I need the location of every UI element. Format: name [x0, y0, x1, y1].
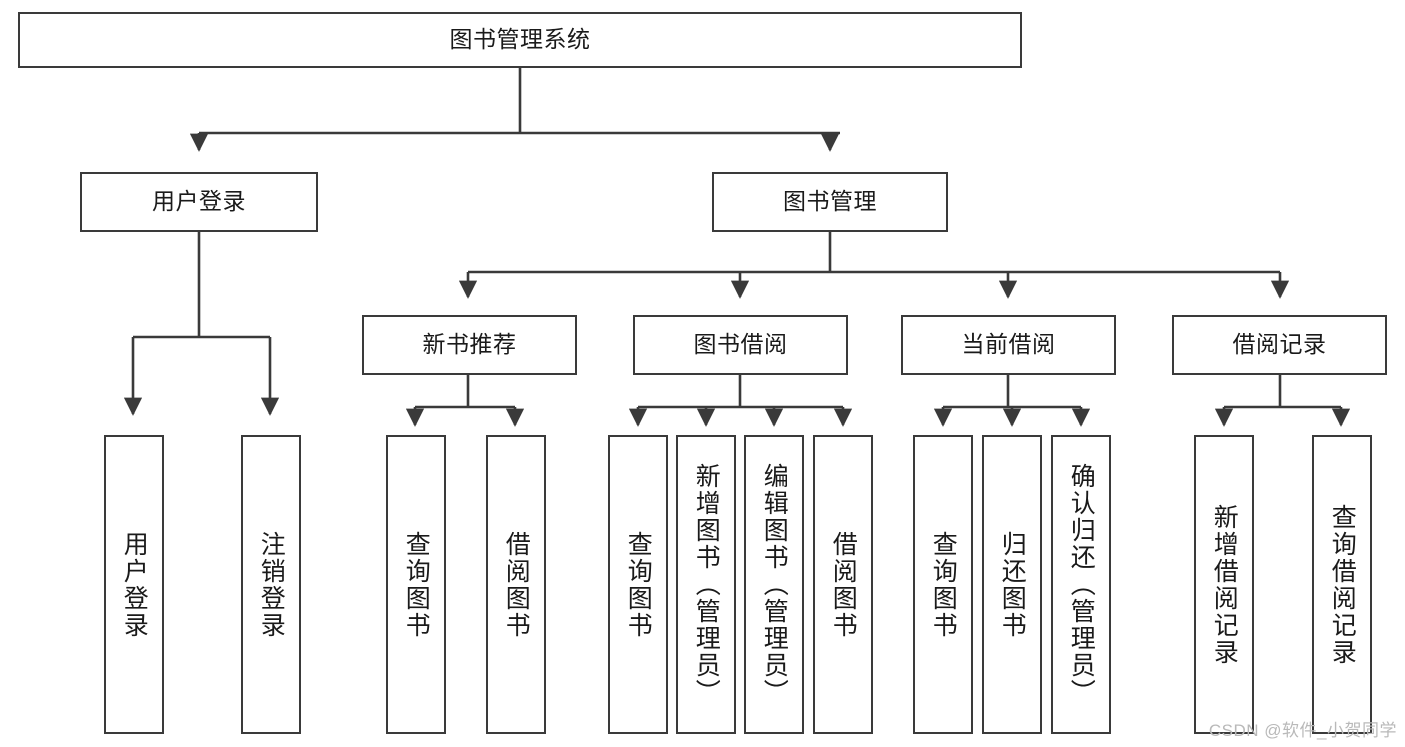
node-label: 当前借阅	[961, 331, 1056, 358]
node-label: 确认归还（管理员）	[1067, 463, 1096, 706]
node-book-borrow[interactable]: 图书借阅	[633, 315, 848, 375]
node-current-borrow[interactable]: 当前借阅	[901, 315, 1116, 375]
leaf-query-book-recommend[interactable]: 查询图书	[386, 435, 446, 734]
node-root-system[interactable]: 图书管理系统	[18, 12, 1022, 68]
leaf-confirm-return-admin[interactable]: 确认归还（管理员）	[1051, 435, 1111, 734]
leaf-edit-book-admin[interactable]: 编辑图书（管理员）	[744, 435, 804, 734]
node-book-management[interactable]: 图书管理	[712, 172, 948, 232]
node-label: 注销登录	[257, 530, 286, 639]
node-borrow-record[interactable]: 借阅记录	[1172, 315, 1387, 375]
node-label: 查询借阅记录	[1328, 503, 1357, 666]
node-label: 借阅图书	[502, 530, 531, 639]
node-label: 图书管理	[783, 188, 877, 215]
leaf-user-login[interactable]: 用户登录	[104, 435, 164, 734]
leaf-query-borrow-record[interactable]: 查询借阅记录	[1312, 435, 1372, 734]
node-label: 归还图书	[998, 530, 1027, 639]
csdn-watermark: CSDN @软件_小贺同学	[1208, 721, 1397, 740]
node-label: 新增图书（管理员）	[692, 463, 721, 706]
node-label: 用户登录	[152, 188, 246, 215]
node-user-login[interactable]: 用户登录	[80, 172, 318, 232]
node-label: 借阅图书	[829, 530, 858, 639]
node-new-book-recommend[interactable]: 新书推荐	[362, 315, 577, 375]
node-label: 编辑图书（管理员）	[760, 463, 789, 706]
leaf-borrow-book[interactable]: 借阅图书	[813, 435, 873, 734]
node-label: 查询图书	[402, 530, 431, 639]
node-label: 查询图书	[929, 530, 958, 639]
leaf-query-book-borrow[interactable]: 查询图书	[608, 435, 668, 734]
node-label: 新增借阅记录	[1210, 503, 1239, 666]
node-label: 新书推荐	[422, 331, 517, 358]
node-label: 借阅记录	[1232, 331, 1327, 358]
node-label: 查询图书	[624, 530, 653, 639]
leaf-borrow-book-recommend[interactable]: 借阅图书	[486, 435, 546, 734]
node-label: 用户登录	[120, 530, 149, 639]
leaf-return-book[interactable]: 归还图书	[982, 435, 1042, 734]
node-label: 图书管理系统	[449, 26, 591, 53]
leaf-query-book-current[interactable]: 查询图书	[913, 435, 973, 734]
leaf-add-book-admin[interactable]: 新增图书（管理员）	[676, 435, 736, 734]
node-label: 图书借阅	[693, 331, 788, 358]
leaf-logout[interactable]: 注销登录	[241, 435, 301, 734]
leaf-add-borrow-record[interactable]: 新增借阅记录	[1194, 435, 1254, 734]
